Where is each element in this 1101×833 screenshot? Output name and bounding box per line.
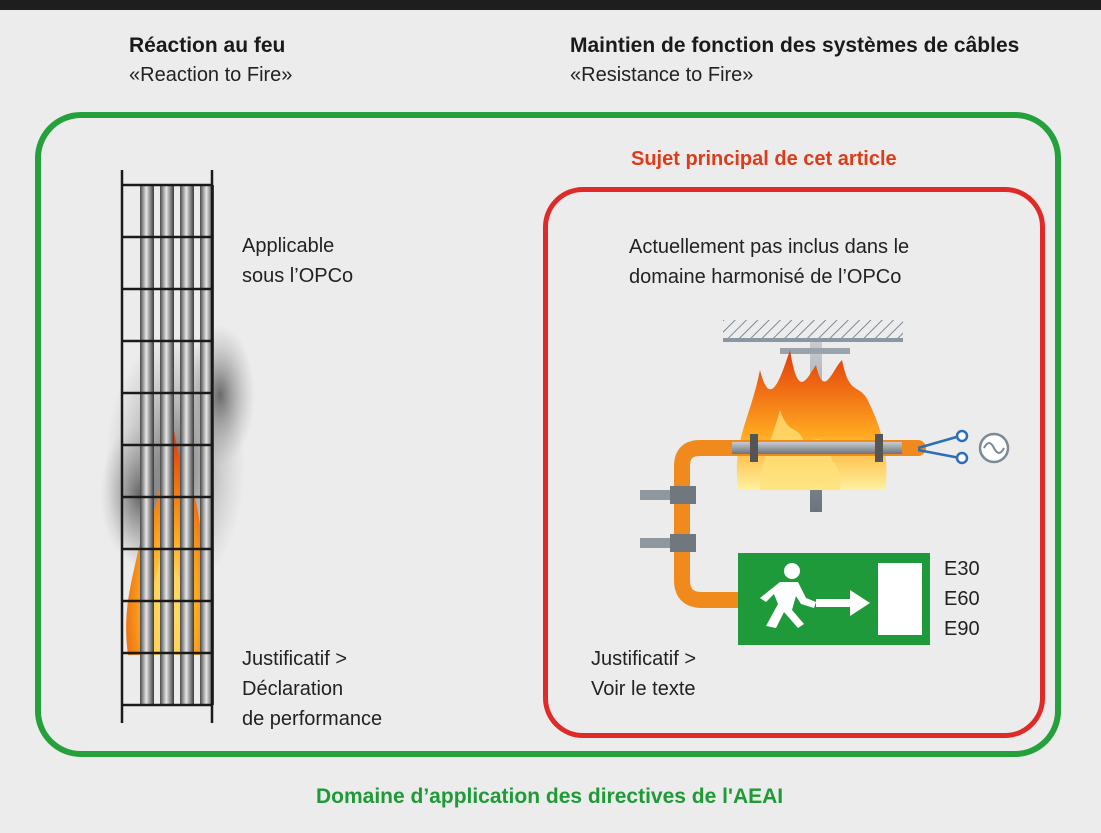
running-man-icon [760, 563, 816, 628]
right-justificatif-line-1: Justificatif > [591, 648, 697, 670]
class-e90: E90 [944, 618, 980, 640]
top-bar [0, 0, 1101, 10]
aeai-domain-label: Domaine d’application des directives de … [316, 785, 784, 808]
left-applicable-line-1: Applicable [242, 235, 335, 257]
arrow-right-icon [816, 590, 870, 616]
ceiling-hatch-icon [723, 320, 903, 342]
ac-source-icon [978, 432, 1010, 464]
class-e30: E30 [944, 558, 980, 580]
right-status-line-1: Actuellement pas inclus dans le [629, 236, 910, 258]
class-e60: E60 [944, 588, 980, 610]
left-justificatif-line-1: Justificatif > [242, 648, 348, 670]
right-heading: Maintien de fonction des systèmes de câb… [570, 34, 1020, 57]
right-justificatif-line-2: Voir le texte [591, 678, 696, 700]
focus-title: Sujet principal de cet article [631, 148, 897, 170]
focus-frame [543, 187, 1045, 738]
left-heading: Réaction au feu [129, 34, 286, 57]
left-justificatif-line-2: Déclaration [242, 678, 344, 700]
left-justificatif-line-3: de performance [242, 708, 383, 730]
left-applicable-line-2: sous l’OPCo [242, 265, 354, 287]
right-subheading: «Resistance to Fire» [570, 64, 754, 86]
function-maintenance-illustration [640, 320, 1010, 645]
aeai-domain-frame [35, 112, 1061, 757]
cable-ladder-icon [100, 170, 255, 723]
exit-sign-icon [738, 553, 930, 645]
cable-clamp-icon [640, 486, 696, 552]
left-subheading: «Reaction to Fire» [129, 64, 293, 86]
right-status-line-2: domaine harmonisé de l’OPCo [629, 266, 902, 288]
